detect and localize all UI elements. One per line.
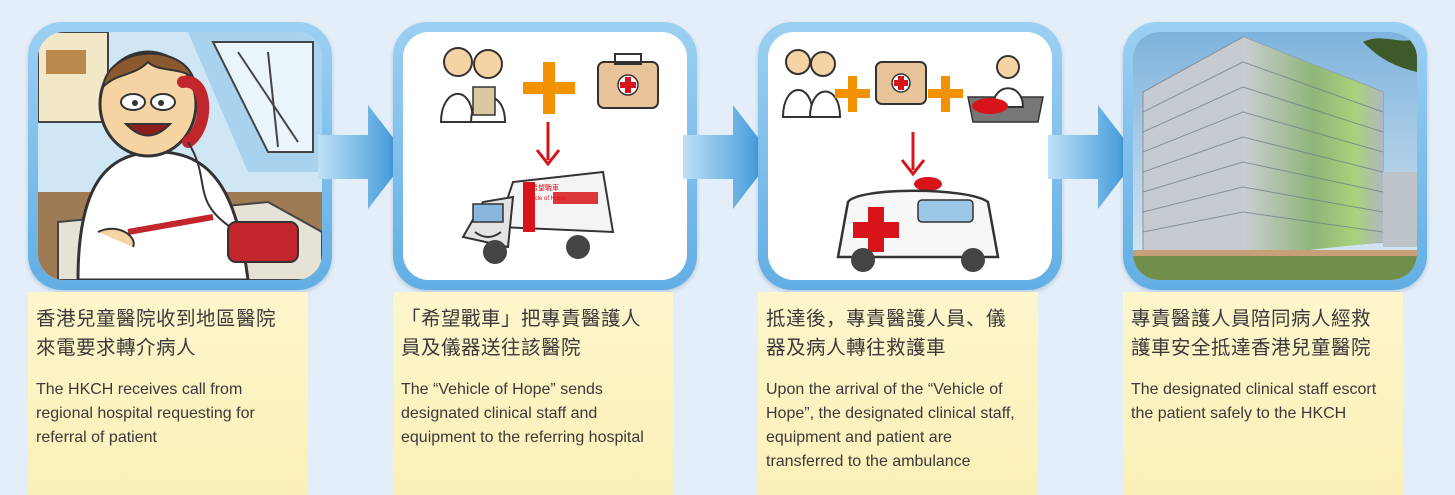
step-4-caption: 專責醫護人員陪同病人經救護車安全抵達香港兒童醫院 The designated … — [1123, 292, 1403, 495]
hospital-building-photo — [1133, 32, 1417, 280]
staff-equipment-van-illustration: 希望戰車 Vehicle of Hope — [403, 32, 687, 280]
step-1-text-en: The HKCH receives call from regional hos… — [36, 381, 255, 446]
step-3-text-zh: 抵達後，專責醫護人員、儀器及病人轉往救護車 — [766, 307, 1007, 359]
step-4-text-zh: 專責醫護人員陪同病人經救護車安全抵達香港兒童醫院 — [1131, 307, 1372, 359]
flow-arrow-3 — [1048, 105, 1138, 209]
step-1-card — [28, 22, 332, 290]
step-1-text-zh: 香港兒童醫院收到地區醫院來電要求轉介病人 — [36, 307, 277, 359]
van-label-en: Vehicle of Hope — [523, 196, 566, 202]
step-2: 希望戰車 Vehicle of Hope 「希望戰車」把專責醫護人員及儀器送往該… — [393, 22, 701, 495]
step-2-text-zh: 「希望戰車」把專責醫護人員及儀器送往該醫院 — [401, 307, 642, 359]
step-2-card: 希望戰車 Vehicle of Hope — [393, 22, 697, 290]
step-1-caption: 香港兒童醫院收到地區醫院來電要求轉介病人 The HKCH receives c… — [28, 292, 308, 495]
step-3-caption: 抵達後，專責醫護人員、儀器及病人轉往救護車 Upon the arrival o… — [758, 292, 1038, 495]
step-4: 專責醫護人員陪同病人經救護車安全抵達香港兒童醫院 The designated … — [1123, 22, 1431, 495]
flow-arrow-1 — [318, 105, 408, 209]
step-3-card — [758, 22, 1062, 290]
step-2-text-en: The “Vehicle of Hope” sends designated c… — [401, 381, 644, 446]
staff-equipment-ambulance-illustration — [768, 32, 1052, 280]
step-1: 香港兒童醫院收到地區醫院來電要求轉介病人 The HKCH receives c… — [28, 22, 336, 495]
flow-arrow-2 — [683, 105, 773, 209]
step-2-caption: 「希望戰車」把專責醫護人員及儀器送往該醫院 The “Vehicle of Ho… — [393, 292, 673, 495]
van-label-zh: 希望戰車 — [531, 183, 559, 192]
step-4-card — [1123, 22, 1427, 290]
step-3: 抵達後，專責醫護人員、儀器及病人轉往救護車 Upon the arrival o… — [758, 22, 1066, 495]
step-4-text-en: The designated clinical staff escort the… — [1131, 381, 1377, 422]
phone-call-illustration — [38, 32, 322, 280]
step-3-text-en: Upon the arrival of the “Vehicle of Hope… — [766, 381, 1015, 470]
